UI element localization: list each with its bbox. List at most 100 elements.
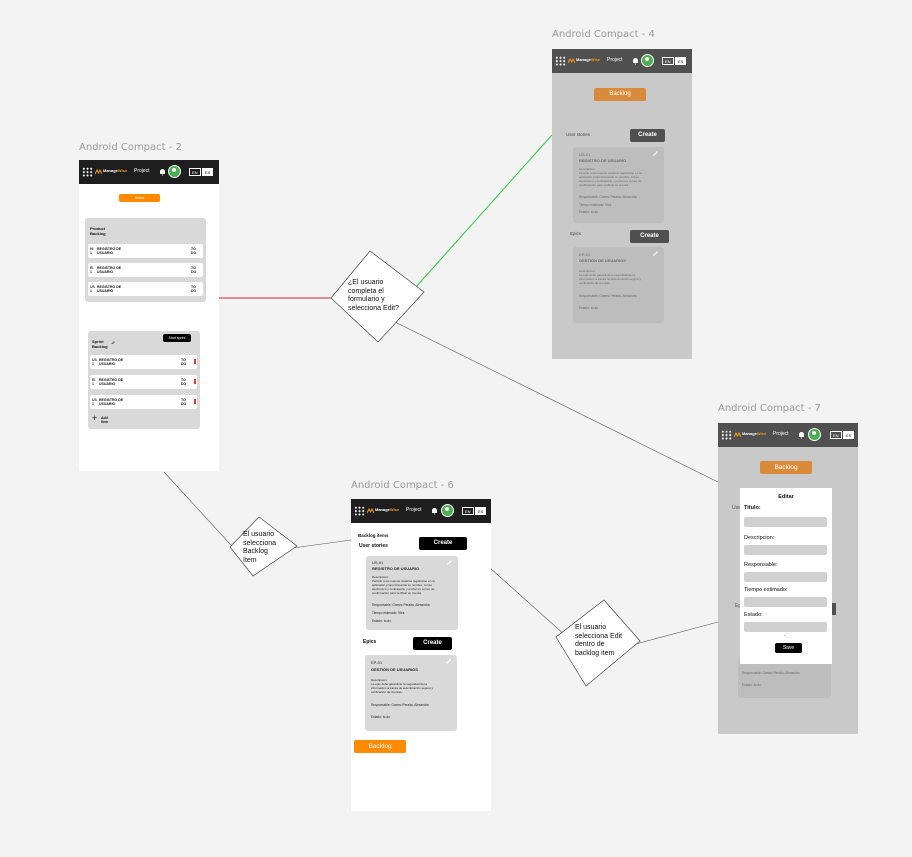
avatar[interactable] <box>808 428 821 441</box>
card-description: Descripcion: La epic debe garantizar la … <box>371 678 434 694</box>
card-id: EP-01 <box>579 252 591 257</box>
tiempo-label: Tiempo estimado: <box>744 587 788 593</box>
behind-epics-label: Ep <box>735 603 742 609</box>
edit-pencil-icon[interactable] <box>445 658 452 665</box>
frame-android-compact-7: ManageWise Project EN ES Backlog Use Ep … <box>718 423 858 734</box>
bell-icon[interactable] <box>632 57 639 65</box>
lang-es[interactable]: ES <box>675 57 687 65</box>
epic-card[interactable]: EP-01 GESTIÓN DE USUARIOS Descripcion: L… <box>573 247 664 323</box>
top-bar: ManageWise Project EN ES <box>79 160 219 184</box>
edit-pencil-icon[interactable] <box>652 150 659 157</box>
create-epic-button[interactable]: Create <box>413 637 452 650</box>
sprint-row[interactable]: US 1 REGISTRO DE USUARIO TO DO <box>90 395 197 409</box>
decision-2-text: El usuario selecciona Backlog Item <box>243 531 277 564</box>
priority-flag-icon <box>194 359 196 364</box>
sprint-row[interactable]: US 1 REGISTRO DE USUARIO TO DO <box>90 355 197 369</box>
decision-3-text: El usuario selecciona Edit dentro de bac… <box>575 624 623 657</box>
lang-es[interactable]: ES <box>202 168 214 176</box>
user-story-card[interactable]: US-01 REGISTRO DE USUARIO Descripcion: P… <box>573 147 664 223</box>
user-stories-label: User stories <box>566 132 591 137</box>
items-button[interactable]: Items <box>119 194 160 202</box>
row-status: TO DO <box>181 378 187 386</box>
logo-text: ManageWise <box>742 431 767 436</box>
user-stories-label: User stories <box>359 543 388 549</box>
product-backlog-title: Product Backlog <box>90 226 106 236</box>
edit-pencil-icon[interactable] <box>446 559 453 566</box>
logo-icon <box>95 169 102 175</box>
row-id: EI 1 <box>92 378 96 386</box>
bell-icon[interactable] <box>431 507 438 515</box>
apps-grid-icon[interactable] <box>82 167 93 177</box>
backlog-button[interactable]: Backlog <box>354 740 406 753</box>
dialog-dot: . <box>784 632 786 638</box>
project-label: Project <box>406 507 422 513</box>
lang-es[interactable]: ES <box>475 507 487 515</box>
avatar[interactable] <box>641 54 654 67</box>
lang-en[interactable]: EN <box>189 168 201 176</box>
descripcion-field[interactable] <box>744 545 827 555</box>
card-responsable: Responsable: Gomez Peralta, Alexandra <box>579 195 637 199</box>
card-description: Descripcion: Permitir a los nuevos usuar… <box>579 167 642 187</box>
create-epic-button[interactable]: Create <box>630 230 669 243</box>
card-estado: Estado: to-do <box>579 306 598 310</box>
lang-en[interactable]: EN <box>662 57 674 65</box>
backlog-button[interactable]: Backlog <box>594 88 646 101</box>
bell-icon[interactable] <box>798 431 805 439</box>
apps-grid-icon[interactable] <box>354 506 365 516</box>
user-story-card[interactable]: US-01 REGISTRO DE USUARIO Descripcion: P… <box>366 556 458 630</box>
avatar[interactable] <box>168 165 181 178</box>
responsable-label: Responsable: <box>744 562 778 568</box>
row-id: US 1 <box>92 358 97 366</box>
backlog-items-label: Backlog items <box>358 533 389 538</box>
lang-en[interactable]: EN <box>830 431 842 439</box>
card-title: GESTIÓN DE USUARIOS <box>579 258 626 263</box>
row-status: TO DO <box>191 247 197 255</box>
frame-title-6: Android Compact - 6 <box>351 480 454 491</box>
row-id: US 1 <box>90 285 95 293</box>
lang-en[interactable]: EN <box>462 507 474 515</box>
backlog-button[interactable]: Backlog <box>760 461 812 474</box>
save-button[interactable]: Save <box>775 643 802 653</box>
row-status: TO DO <box>191 266 197 274</box>
card-tiempo: Tiempo estimado: 5hrs <box>372 611 405 615</box>
card-title: GESTIÓN DE USUARIOS <box>371 667 418 672</box>
row-title: REGISTRO DE USUARIO <box>97 285 122 293</box>
create-user-story-button[interactable]: Create <box>419 537 467 550</box>
row-id: HI 1 <box>90 247 94 255</box>
avatar[interactable] <box>441 504 454 517</box>
bell-icon[interactable] <box>159 168 166 176</box>
add-item-label: Add Item <box>101 416 109 424</box>
connector-d1-to-f4 <box>414 134 553 289</box>
behind-estado: Estado: to-do <box>742 683 761 687</box>
edit-pencil-icon[interactable] <box>111 340 115 344</box>
sprint-backlog-title: Sprint Backlog <box>92 339 108 349</box>
lang-es[interactable]: ES <box>843 431 855 439</box>
product-row[interactable]: HI 1 REGISTRO DE USUARIO TO DO <box>88 244 203 258</box>
product-row[interactable]: US 1 REGISTRO DE USUARIO TO DO <box>88 282 203 296</box>
logo-text: ManageWise <box>103 168 128 173</box>
dialog-title: Editar <box>778 494 794 500</box>
product-row[interactable]: EI 1 REGISTRO DE USUARIO TO DO <box>88 263 203 277</box>
titulo-field[interactable] <box>744 517 827 527</box>
card-title: REGISTRO DE USUARIO <box>372 566 420 571</box>
behind-responsable: Responsable: Gomez Peralta, Alexandra <box>742 671 800 675</box>
apps-grid-icon[interactable] <box>555 56 566 66</box>
estado-field[interactable] <box>744 622 827 632</box>
priority-flag-icon <box>194 399 196 404</box>
card-responsable: Responsable: Gomez Peralta, Alexandra <box>371 703 429 707</box>
row-status: TO DO <box>181 358 187 366</box>
card-description: Descripcion: La epic debe garantizar la … <box>579 269 642 285</box>
row-id: EI 1 <box>90 266 94 274</box>
sprint-backlog-panel: Sprint Backlog Start sprint US 1 REGISTR… <box>88 331 200 429</box>
create-user-story-button[interactable]: Create <box>630 129 665 142</box>
tiempo-field[interactable] <box>744 597 827 607</box>
project-label: Project <box>607 57 623 63</box>
row-status: TO DO <box>191 285 197 293</box>
frame-android-compact-6: ManageWise Project EN ES Backlog items U… <box>351 499 491 811</box>
sprint-row[interactable]: EI 1 REGISTRO DE USUARIO TO DO <box>90 375 197 389</box>
responsable-field[interactable] <box>744 572 827 582</box>
apps-grid-icon[interactable] <box>721 430 732 440</box>
edit-pencil-icon[interactable] <box>652 250 659 257</box>
start-sprint-button[interactable]: Start sprint <box>163 334 191 342</box>
epic-card[interactable]: EP-01 GESTIÓN DE USUARIOS Descripcion: L… <box>365 655 457 731</box>
